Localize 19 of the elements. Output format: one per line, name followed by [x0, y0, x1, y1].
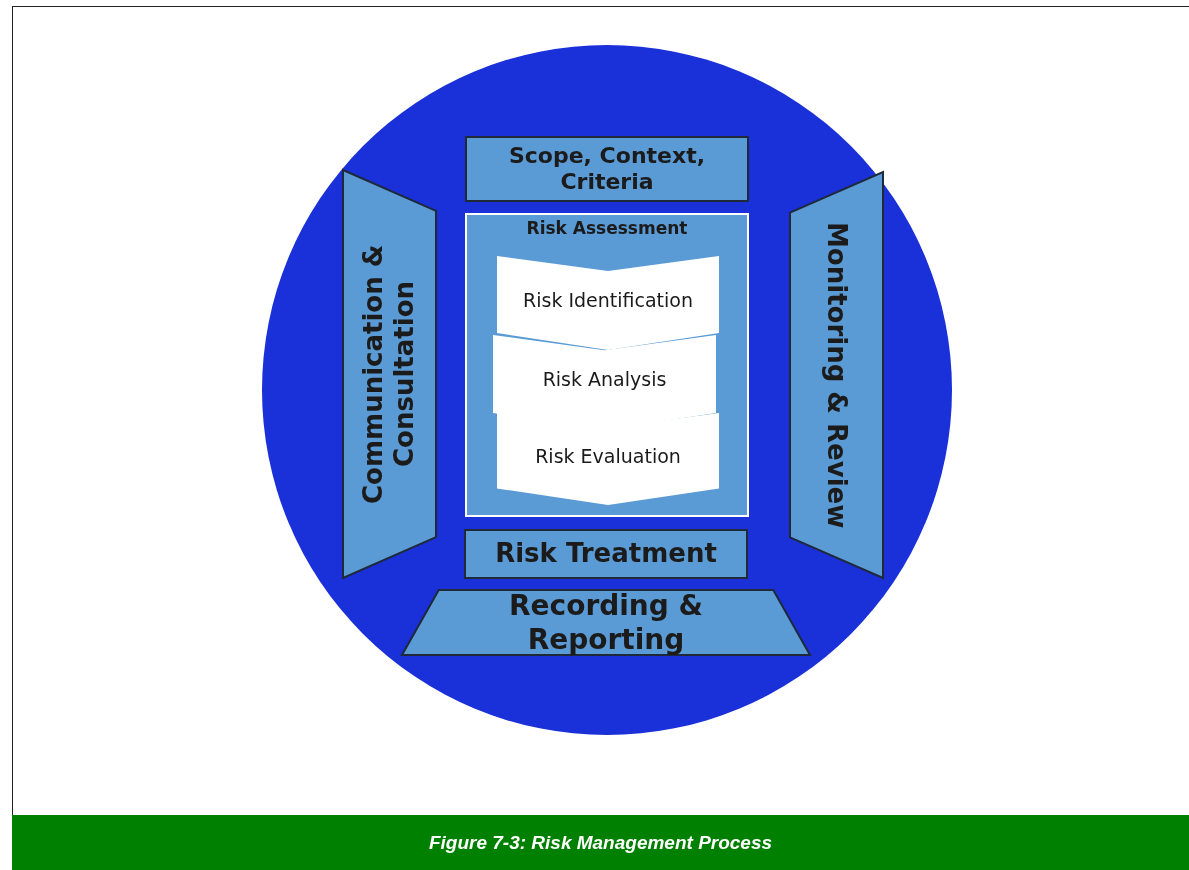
assessment-panel — [466, 214, 748, 516]
step-label: Recording & Reporting — [508, 588, 704, 657]
panel-title: Risk Assessment — [526, 218, 688, 239]
step-label: Monitoring & Review — [821, 220, 853, 531]
process-banner — [402, 590, 810, 655]
step-label: Risk Evaluation — [535, 444, 681, 468]
step-label: Risk Identification — [523, 288, 693, 312]
side-panel — [343, 170, 436, 578]
process-box — [465, 530, 747, 578]
side-panel — [790, 172, 883, 578]
chevron-step — [493, 335, 716, 430]
step-label: Risk Treatment — [494, 538, 718, 570]
chevron-step — [497, 413, 719, 505]
process-box — [466, 137, 748, 201]
step-label: Scope, Context, Criteria — [507, 142, 707, 196]
step-label: Risk Analysis — [542, 368, 667, 391]
figure-caption: Figure 7-3: Risk Management Process — [428, 831, 773, 854]
chevron-step — [497, 256, 719, 350]
step-label: Communication & Consultation — [358, 243, 421, 506]
